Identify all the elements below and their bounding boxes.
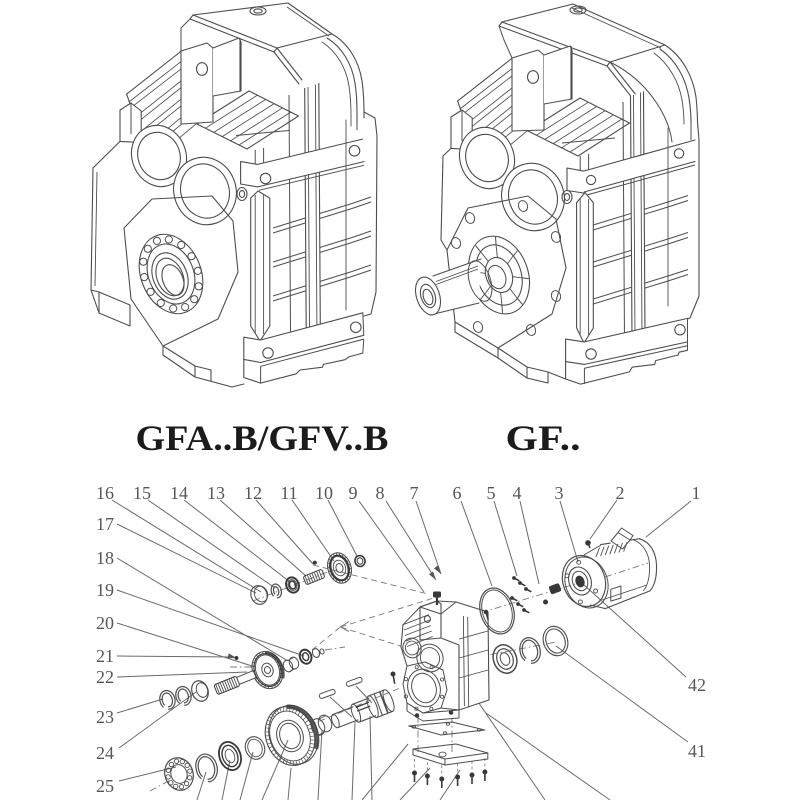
svg-text:7: 7 (410, 483, 419, 503)
svg-text:12: 12 (244, 483, 262, 503)
svg-text:11: 11 (280, 483, 297, 503)
svg-text:GF..: GF.. (506, 418, 581, 458)
svg-text:GFA..B/GFV..B: GFA..B/GFV..B (136, 418, 389, 458)
svg-text:2: 2 (616, 483, 625, 503)
svg-text:41: 41 (688, 741, 706, 761)
svg-text:22: 22 (96, 667, 114, 687)
svg-text:3: 3 (555, 483, 564, 503)
svg-text:5: 5 (487, 483, 496, 503)
svg-text:24: 24 (96, 743, 114, 763)
svg-text:16: 16 (96, 483, 114, 503)
svg-text:25: 25 (96, 776, 114, 796)
svg-text:1: 1 (692, 483, 701, 503)
svg-text:17: 17 (96, 514, 114, 534)
svg-text:4: 4 (513, 483, 522, 503)
svg-text:15: 15 (133, 483, 151, 503)
svg-text:9: 9 (349, 483, 358, 503)
svg-text:19: 19 (96, 580, 114, 600)
svg-text:23: 23 (96, 707, 114, 727)
svg-text:21: 21 (96, 646, 114, 666)
svg-text:13: 13 (207, 483, 225, 503)
svg-text:10: 10 (315, 483, 333, 503)
svg-text:18: 18 (96, 548, 114, 568)
svg-text:14: 14 (170, 483, 188, 503)
svg-text:6: 6 (453, 483, 462, 503)
svg-text:20: 20 (96, 613, 114, 633)
svg-text:8: 8 (376, 483, 385, 503)
svg-text:42: 42 (688, 675, 706, 695)
